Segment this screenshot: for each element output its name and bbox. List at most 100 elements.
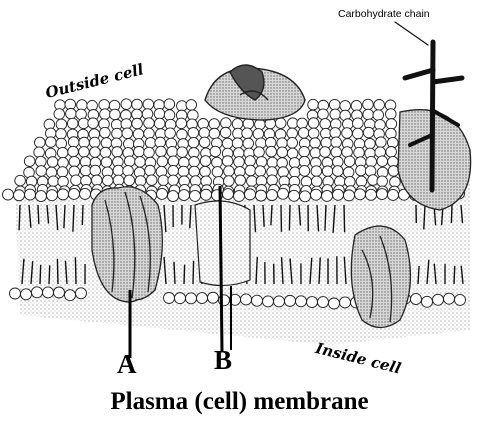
lipid-head [123, 166, 134, 177]
lipid-head [157, 156, 168, 167]
lipid-head [102, 175, 113, 186]
lipid-head [342, 147, 353, 158]
lipid-head [76, 288, 87, 299]
lipid-head [69, 156, 80, 167]
lipid-head [322, 166, 333, 177]
lipid-head [340, 101, 351, 112]
lipid-head [157, 188, 168, 199]
lipid-head [390, 177, 401, 188]
lipid-head [144, 147, 155, 158]
lipid-head [343, 167, 354, 178]
lipid-head [222, 156, 233, 167]
lipid-head [332, 166, 343, 177]
lipid-head [298, 128, 309, 139]
lipid-head [299, 146, 310, 157]
lipid-head [296, 296, 307, 307]
lipid-head [15, 175, 26, 186]
lipid-head [308, 118, 319, 129]
lipid-head [101, 138, 112, 149]
pointer-b [220, 186, 222, 352]
lipid-head [189, 156, 200, 167]
lipid-head [66, 108, 77, 119]
lipid-head [351, 100, 362, 111]
lipid-head [329, 99, 340, 110]
lipid-head [267, 175, 278, 186]
lipid-head [320, 147, 331, 158]
lipid-head [199, 128, 210, 139]
lipid-head [43, 287, 54, 298]
lipid-head [145, 165, 156, 176]
lipid-head [69, 188, 80, 199]
lipid-head [122, 128, 133, 139]
lipid-head [224, 166, 235, 177]
lipid-head [101, 157, 112, 168]
carbohydrate-chain-label: Carbohydrate chain [338, 8, 418, 20]
lipid-head [331, 147, 342, 158]
lipid-head [168, 191, 179, 202]
lipid-head [277, 147, 288, 158]
lipid-head [32, 287, 43, 298]
lipid-head [68, 137, 79, 148]
lipid-head [289, 190, 300, 201]
lipid-head [344, 190, 355, 201]
lipid-head [444, 293, 455, 304]
lipid-head [287, 148, 298, 159]
lipid-head [220, 127, 231, 138]
lipid-head [221, 118, 232, 129]
lipid-head [222, 138, 233, 149]
lipid-head [143, 99, 154, 110]
lipid-head [255, 166, 266, 177]
lipid-head [377, 156, 388, 167]
diagram-title: Plasma (cell) membrane [0, 388, 479, 416]
lipid-head [48, 176, 59, 187]
lipid-head [311, 166, 322, 177]
lipid-head [318, 297, 329, 308]
lipid-head [164, 99, 175, 110]
lipid-head [178, 166, 189, 177]
lipid-head [158, 175, 169, 186]
lipid-head [242, 128, 253, 139]
lipid-head [132, 118, 143, 129]
lipid-head [287, 137, 298, 148]
lipid-head [67, 118, 78, 129]
lipid-head [299, 166, 310, 177]
lipid-head [144, 118, 155, 129]
lipid-head [45, 137, 56, 148]
lipid-head [363, 109, 374, 120]
lipid-head [342, 128, 353, 139]
lipid-head [344, 156, 355, 167]
lipid-head [197, 293, 208, 304]
lipid-head [144, 128, 155, 139]
lipid-head [256, 190, 267, 201]
lipid-head [88, 118, 99, 129]
lipid-head [241, 294, 252, 305]
lipid-head [65, 290, 76, 301]
lipid-head [330, 109, 341, 120]
lipid-head [35, 137, 46, 148]
lipid-head [333, 189, 344, 200]
lipid-head [90, 147, 101, 158]
lipid-head [311, 189, 322, 200]
lipid-head [363, 127, 374, 138]
lipid-head [376, 137, 387, 148]
lipid-head [245, 189, 256, 200]
lipid-head [58, 189, 69, 200]
lipid-head [24, 156, 35, 167]
lipid-head [366, 189, 377, 200]
lipid-head [245, 156, 256, 167]
lipid-head [14, 190, 25, 201]
lipid-head [356, 165, 367, 176]
lipid-head [57, 167, 68, 178]
lipid-head [54, 109, 65, 120]
lipid-head [56, 119, 67, 130]
lipid-head [353, 128, 364, 139]
lipid-head [318, 109, 329, 120]
lipid-head [200, 156, 211, 167]
lipid-head [208, 292, 219, 303]
lipid-head [212, 167, 223, 178]
lipid-head [385, 109, 396, 120]
lipid-head [80, 188, 91, 199]
lipid-head [168, 165, 179, 176]
lipid-head [266, 146, 277, 157]
